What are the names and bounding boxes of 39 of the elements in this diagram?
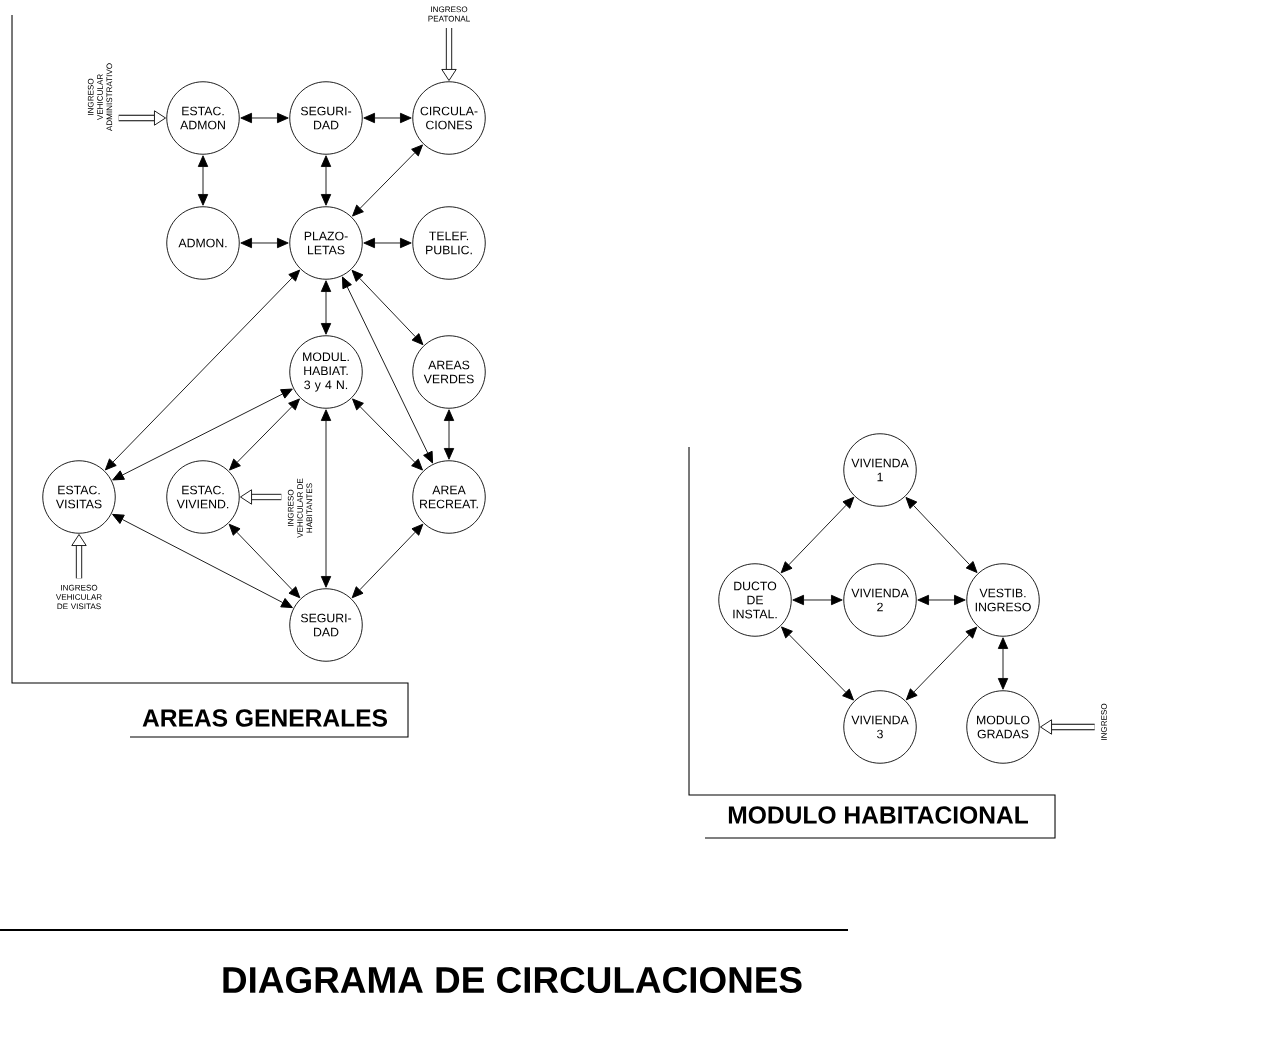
- arrow: [112, 388, 293, 481]
- entry-label: INGRESO: [1101, 703, 1107, 740]
- arrow: [112, 513, 293, 609]
- entry-label: INGRESO VEHICULAR ADMINISTRATIVO: [87, 63, 113, 131]
- entry-arrow: [71, 534, 87, 579]
- entry-arrow: [1040, 719, 1095, 735]
- entry-label: INGRESO VEHICULAR DE VISITAS: [55, 584, 102, 610]
- arrow: [240, 237, 289, 249]
- arrow: [905, 626, 978, 701]
- arrow: [229, 398, 300, 471]
- arrow: [780, 496, 855, 574]
- entry-arrow: [240, 489, 282, 505]
- arrow: [351, 269, 424, 346]
- entry-label: INGRESO PEATONAL: [428, 6, 470, 22]
- arrow: [352, 144, 423, 217]
- arrow: [781, 626, 854, 701]
- arrow: [320, 155, 332, 206]
- arrow: [792, 594, 843, 606]
- arrow: [917, 594, 966, 606]
- arrow: [342, 276, 433, 464]
- arrow: [197, 155, 209, 206]
- arrow: [104, 269, 301, 471]
- arrow: [363, 112, 412, 124]
- arrow: [905, 497, 978, 573]
- arrow: [240, 112, 289, 124]
- entry-arrow: [118, 110, 166, 126]
- arrow: [363, 237, 412, 249]
- entry-label: INGRESO VEHICULAR DE HABITANTES: [287, 478, 313, 538]
- diagram-title: DIAGRAMA DE CIRCULACIONES: [223, 966, 802, 994]
- section-heading: MODULO HABITACIONAL: [728, 806, 1028, 824]
- arrow: [351, 523, 424, 599]
- entry-arrow: [441, 28, 457, 81]
- arrow: [320, 280, 332, 335]
- section-heading: AREAS GENERALES: [142, 709, 388, 727]
- arrow: [352, 398, 423, 471]
- arrow: [320, 409, 332, 588]
- arrow: [443, 409, 455, 460]
- arrow: [228, 523, 301, 599]
- arrow: [997, 637, 1009, 690]
